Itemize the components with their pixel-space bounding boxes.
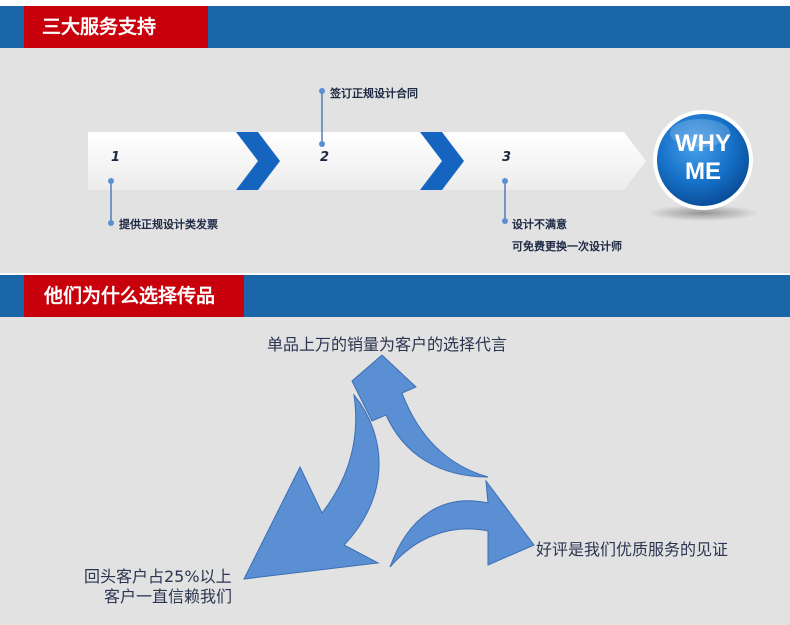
reason-right: 好评是我们优质服务的见证 [536,540,729,559]
step-label-1: 提供正规设计类发票 [119,218,218,231]
curved-arrow-icon [243,393,380,580]
badge-shadow [647,205,759,221]
reasons-panel: 单品上万的销量为客户的选择代言 好评是我们优质服务的见证 回头客户占25%以上 … [0,317,790,625]
connector-dot-3b [502,218,508,224]
process-bar [88,132,646,190]
section-header-services: 三大服务支持 [0,6,790,48]
connector-dot-2b [319,141,325,147]
curved-arrow-icon [351,354,489,478]
connector-dot-1 [108,178,114,184]
step-label-3-line1: 设计不满意 [512,218,567,231]
services-graphic [88,88,759,226]
step-number-3: 3 [502,150,512,165]
reasons-graphic [243,354,535,580]
services-panel: 1 2 3 提供正规设计类发票 签订正规设计合同 设计不满意 可免费更换一次设计… [0,48,790,273]
reason-top: 单品上万的销量为客户的选择代言 [267,335,508,354]
section-title-why-choose: 他们为什么选择传品 [24,275,244,317]
badge-text-me: ME [685,158,721,185]
connector-dot-2 [319,88,325,94]
step-number-2: 2 [320,150,330,165]
section-title-services: 三大服务支持 [24,6,208,48]
badge-text-why: WHY [675,130,731,157]
connector-dot-1b [108,220,114,226]
step-label-2: 签订正规设计合同 [330,87,418,100]
step-number-1: 1 [111,150,121,165]
badge-highlight [670,119,730,147]
why-me-badge [657,114,749,206]
chevron-right-icon [420,132,464,190]
reason-left-line1: 回头客户占25%以上 [84,567,232,586]
connector-dot-3 [502,178,508,184]
curved-arrow-icon [389,479,535,568]
section-header-why-choose: 他们为什么选择传品 [0,275,790,317]
reason-left-line2: 客户一直信赖我们 [104,587,233,606]
step-label-3-line2: 可免费更换一次设计师 [512,240,622,253]
chevron-right-icon [236,132,280,190]
